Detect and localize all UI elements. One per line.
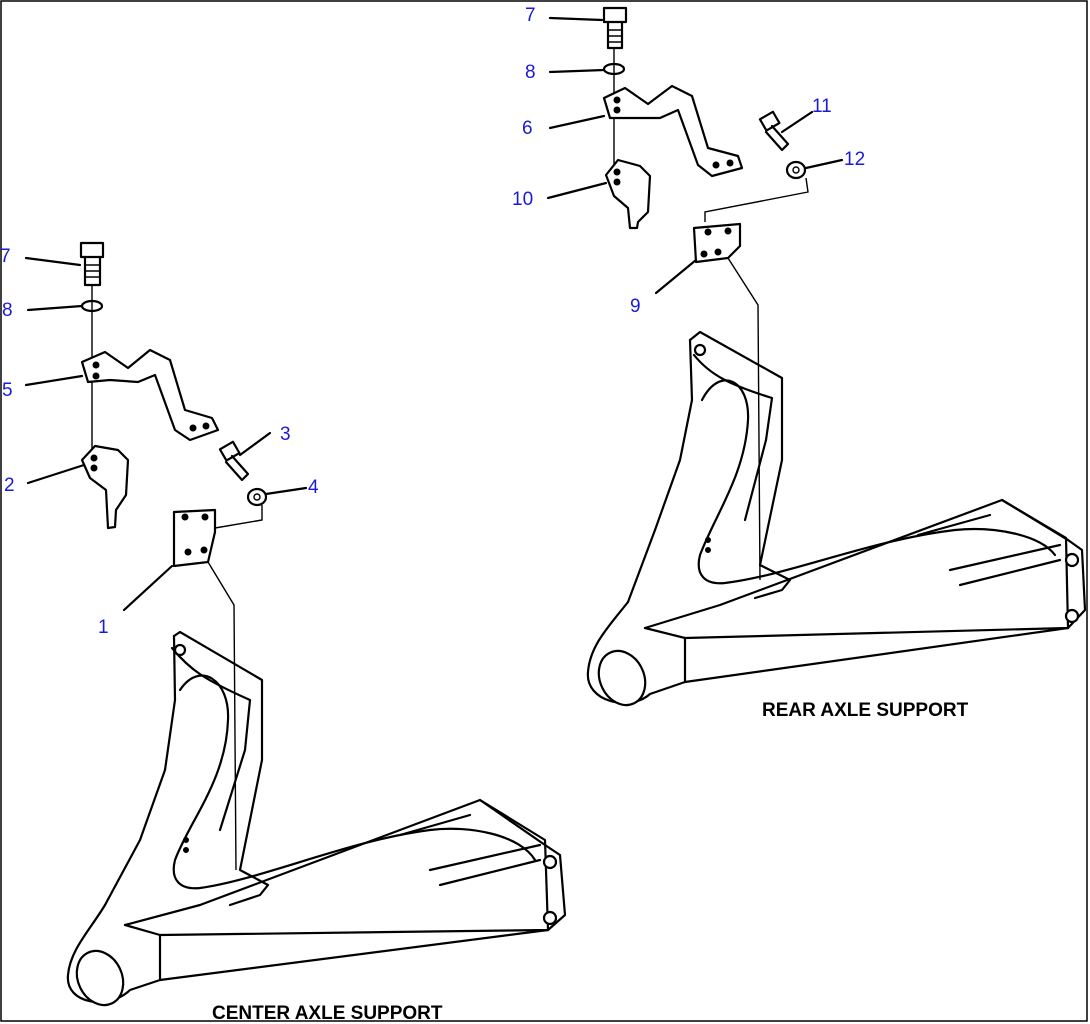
bolt-7-right: [602, 6, 628, 50]
callout-10: 10: [512, 189, 533, 210]
rear-axle-support: [586, 6, 1087, 707]
nut-4: [246, 487, 268, 507]
bracket-5: [80, 348, 220, 442]
callout-12: 12: [844, 149, 865, 170]
bolt-11: [758, 110, 790, 152]
callout-8-left: 8: [2, 300, 13, 321]
callout-5: 5: [2, 380, 13, 401]
callout-2: 2: [4, 475, 15, 496]
bolt-7-left: [79, 241, 105, 287]
nut-12: [785, 160, 807, 180]
bolt-3: [218, 440, 250, 482]
bracket-2: [80, 444, 130, 530]
callout-6: 6: [522, 118, 533, 139]
callout-7-right: 7: [525, 5, 536, 26]
center-axle-support-title: CENTER AXLE SUPPORT: [212, 1003, 443, 1024]
center-casting: [66, 630, 567, 1007]
callouts: 7 8 5 2 3 4 1 7 8 6 10 9 11 12: [0, 5, 865, 638]
rear-axle-support-title: REAR AXLE SUPPORT: [762, 700, 969, 721]
plate-1: [172, 508, 217, 568]
bracket-10: [604, 158, 652, 230]
callout-11: 11: [812, 96, 832, 117]
callout-8-right: 8: [525, 62, 536, 83]
rear-casting: [586, 330, 1087, 707]
callout-9: 9: [630, 296, 641, 317]
center-axle-support: [66, 241, 567, 1007]
leader-lines: [24, 16, 844, 612]
bracket-6: [602, 84, 744, 178]
callout-4: 4: [308, 477, 319, 498]
callout-1: 1: [98, 617, 109, 638]
callout-3: 3: [280, 424, 291, 445]
plate-9: [692, 222, 742, 264]
callout-7-left: 7: [0, 246, 11, 267]
